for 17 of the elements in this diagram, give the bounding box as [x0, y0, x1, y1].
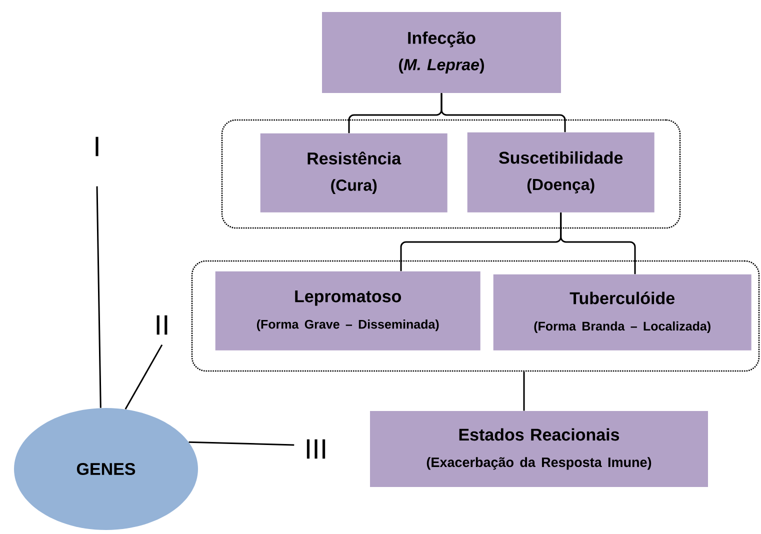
process-box: Resistência (Cura)	[260, 133, 448, 212]
connector-line	[188, 441, 294, 446]
roman-numeral: II	[156, 315, 168, 335]
roman-numeral: I	[96, 136, 98, 156]
connector-line	[96, 186, 102, 408]
process-box: Infecção (M. Leprae)	[322, 12, 561, 93]
process-box: Suscetibilidade (Doença)	[467, 132, 654, 212]
bracket-connector	[440, 93, 566, 132]
connector-line	[523, 372, 525, 411]
process-box: Tuberculóide (Forma Branda – Localizada)	[493, 274, 752, 350]
connector-line	[124, 344, 163, 410]
process-box: Lepromatoso (Forma Grave – Disseminada)	[215, 271, 480, 350]
process-box: Estados Reacionais (Exacerbação da Resposta Imune)	[370, 410, 708, 487]
group-frame	[221, 119, 681, 229]
roman-numeral: III	[306, 439, 326, 459]
group-frame	[191, 260, 760, 372]
bracket-connector	[560, 212, 636, 274]
